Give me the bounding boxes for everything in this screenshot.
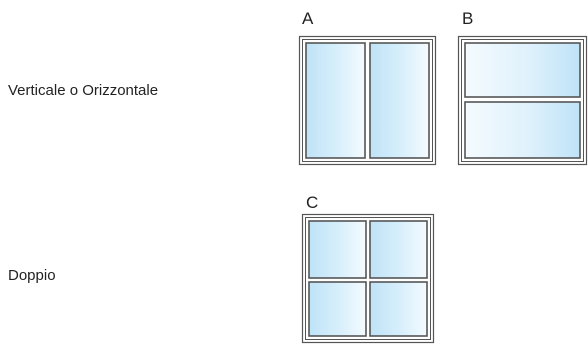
window-b-pane-top — [464, 42, 581, 98]
window-b-inner-frame — [461, 39, 584, 162]
row-label-vertical-horizontal: Verticale o Orizzontale — [8, 82, 159, 99]
window-c-svg — [301, 213, 435, 344]
window-c-pane-top-right — [369, 220, 428, 279]
window-c-diagram — [301, 213, 435, 344]
window-a-diagram — [298, 35, 437, 166]
window-b-svg — [457, 35, 588, 166]
window-b-letter: B — [462, 9, 474, 28]
window-b-diagram — [457, 35, 588, 166]
row-label-double: Doppio — [8, 267, 56, 284]
window-a-letter: A — [302, 9, 314, 28]
window-a-pane-right — [369, 42, 430, 159]
window-c-inner-frame — [305, 217, 431, 340]
window-b-pane-bottom — [464, 101, 581, 159]
window-a-pane-left — [305, 42, 366, 159]
window-a-inner-frame — [302, 39, 433, 162]
window-c-pane-top-left — [308, 220, 367, 279]
window-c-pane-bottom-left — [308, 281, 367, 337]
window-c-pane-bottom-right — [369, 281, 428, 337]
window-c-letter: C — [306, 193, 319, 212]
window-a-svg — [298, 35, 437, 166]
